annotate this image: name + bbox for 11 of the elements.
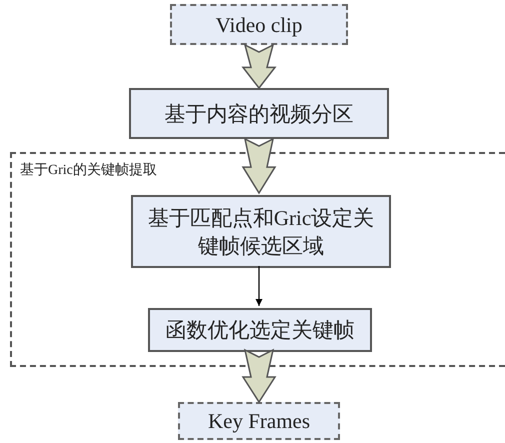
terminal-box: Video clip — [170, 4, 348, 45]
group-title: 基于Gric的关键帧提取 — [20, 161, 157, 180]
process-box: 函数优化选定关键帧 — [148, 308, 372, 352]
dashed-group-frame — [10, 152, 505, 367]
block-arrow — [242, 138, 276, 194]
block-arrow — [242, 348, 276, 404]
arrow — [256, 266, 262, 306]
process-box: 基于匹配点和Gric设定关键帧候选区域 — [131, 195, 391, 268]
terminal-box: Key Frames — [178, 402, 340, 440]
block-arrow — [241, 44, 277, 90]
process-box: 基于内容的视频分区 — [129, 88, 389, 139]
